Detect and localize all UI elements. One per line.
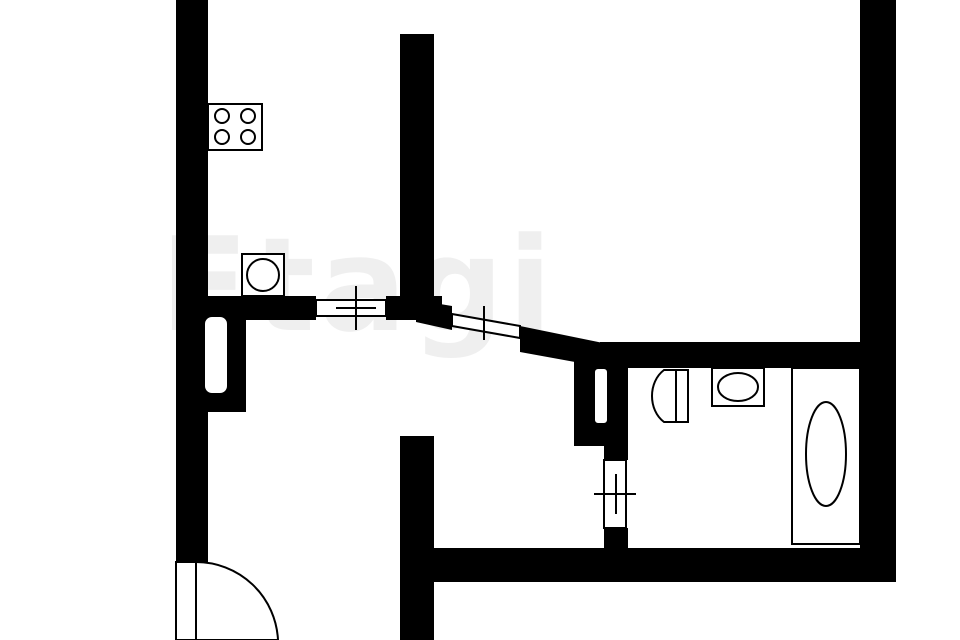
stove-icon xyxy=(207,103,263,151)
washbasin-body xyxy=(711,367,765,407)
wall-bath-left-mid xyxy=(604,446,628,460)
stove-burner-3 xyxy=(214,129,230,145)
wall-right xyxy=(860,0,896,580)
wall-kitchen-bottom-left xyxy=(176,296,316,320)
bathtub-icon xyxy=(791,367,861,545)
stove-burner-4 xyxy=(240,129,256,145)
toilet-bowl xyxy=(651,369,677,423)
bathtub-body xyxy=(791,367,861,545)
sink-icon xyxy=(241,253,285,297)
door-arc xyxy=(195,560,279,640)
wall-hall-right xyxy=(400,436,434,640)
toilet-icon xyxy=(651,369,689,423)
toilet-tank xyxy=(675,369,689,423)
niche-icon xyxy=(203,315,229,395)
opening-bath xyxy=(594,459,636,529)
sink-body xyxy=(241,253,285,297)
door-leaf xyxy=(175,561,197,640)
opening-angled xyxy=(451,306,521,340)
wall-room-bottom xyxy=(600,342,896,368)
door-swing-icon xyxy=(175,560,279,640)
opening-angled-pane xyxy=(451,312,521,340)
bathtub-basin xyxy=(805,401,847,507)
sink-bowl xyxy=(246,258,280,292)
wall-angled-1 xyxy=(416,300,452,330)
stove-burner-1 xyxy=(214,108,230,124)
wall-left-lower xyxy=(176,412,208,562)
wall-left-upper xyxy=(176,0,208,300)
walls xyxy=(176,0,896,640)
wall-bath-bottom xyxy=(400,548,896,582)
window-icon xyxy=(315,286,387,330)
wall-kitchen-room-partition xyxy=(400,34,434,320)
bath-niche-icon xyxy=(593,367,609,425)
washbasin-bowl xyxy=(717,372,759,402)
stove-burner-2 xyxy=(240,108,256,124)
washbasin-icon xyxy=(711,367,765,407)
